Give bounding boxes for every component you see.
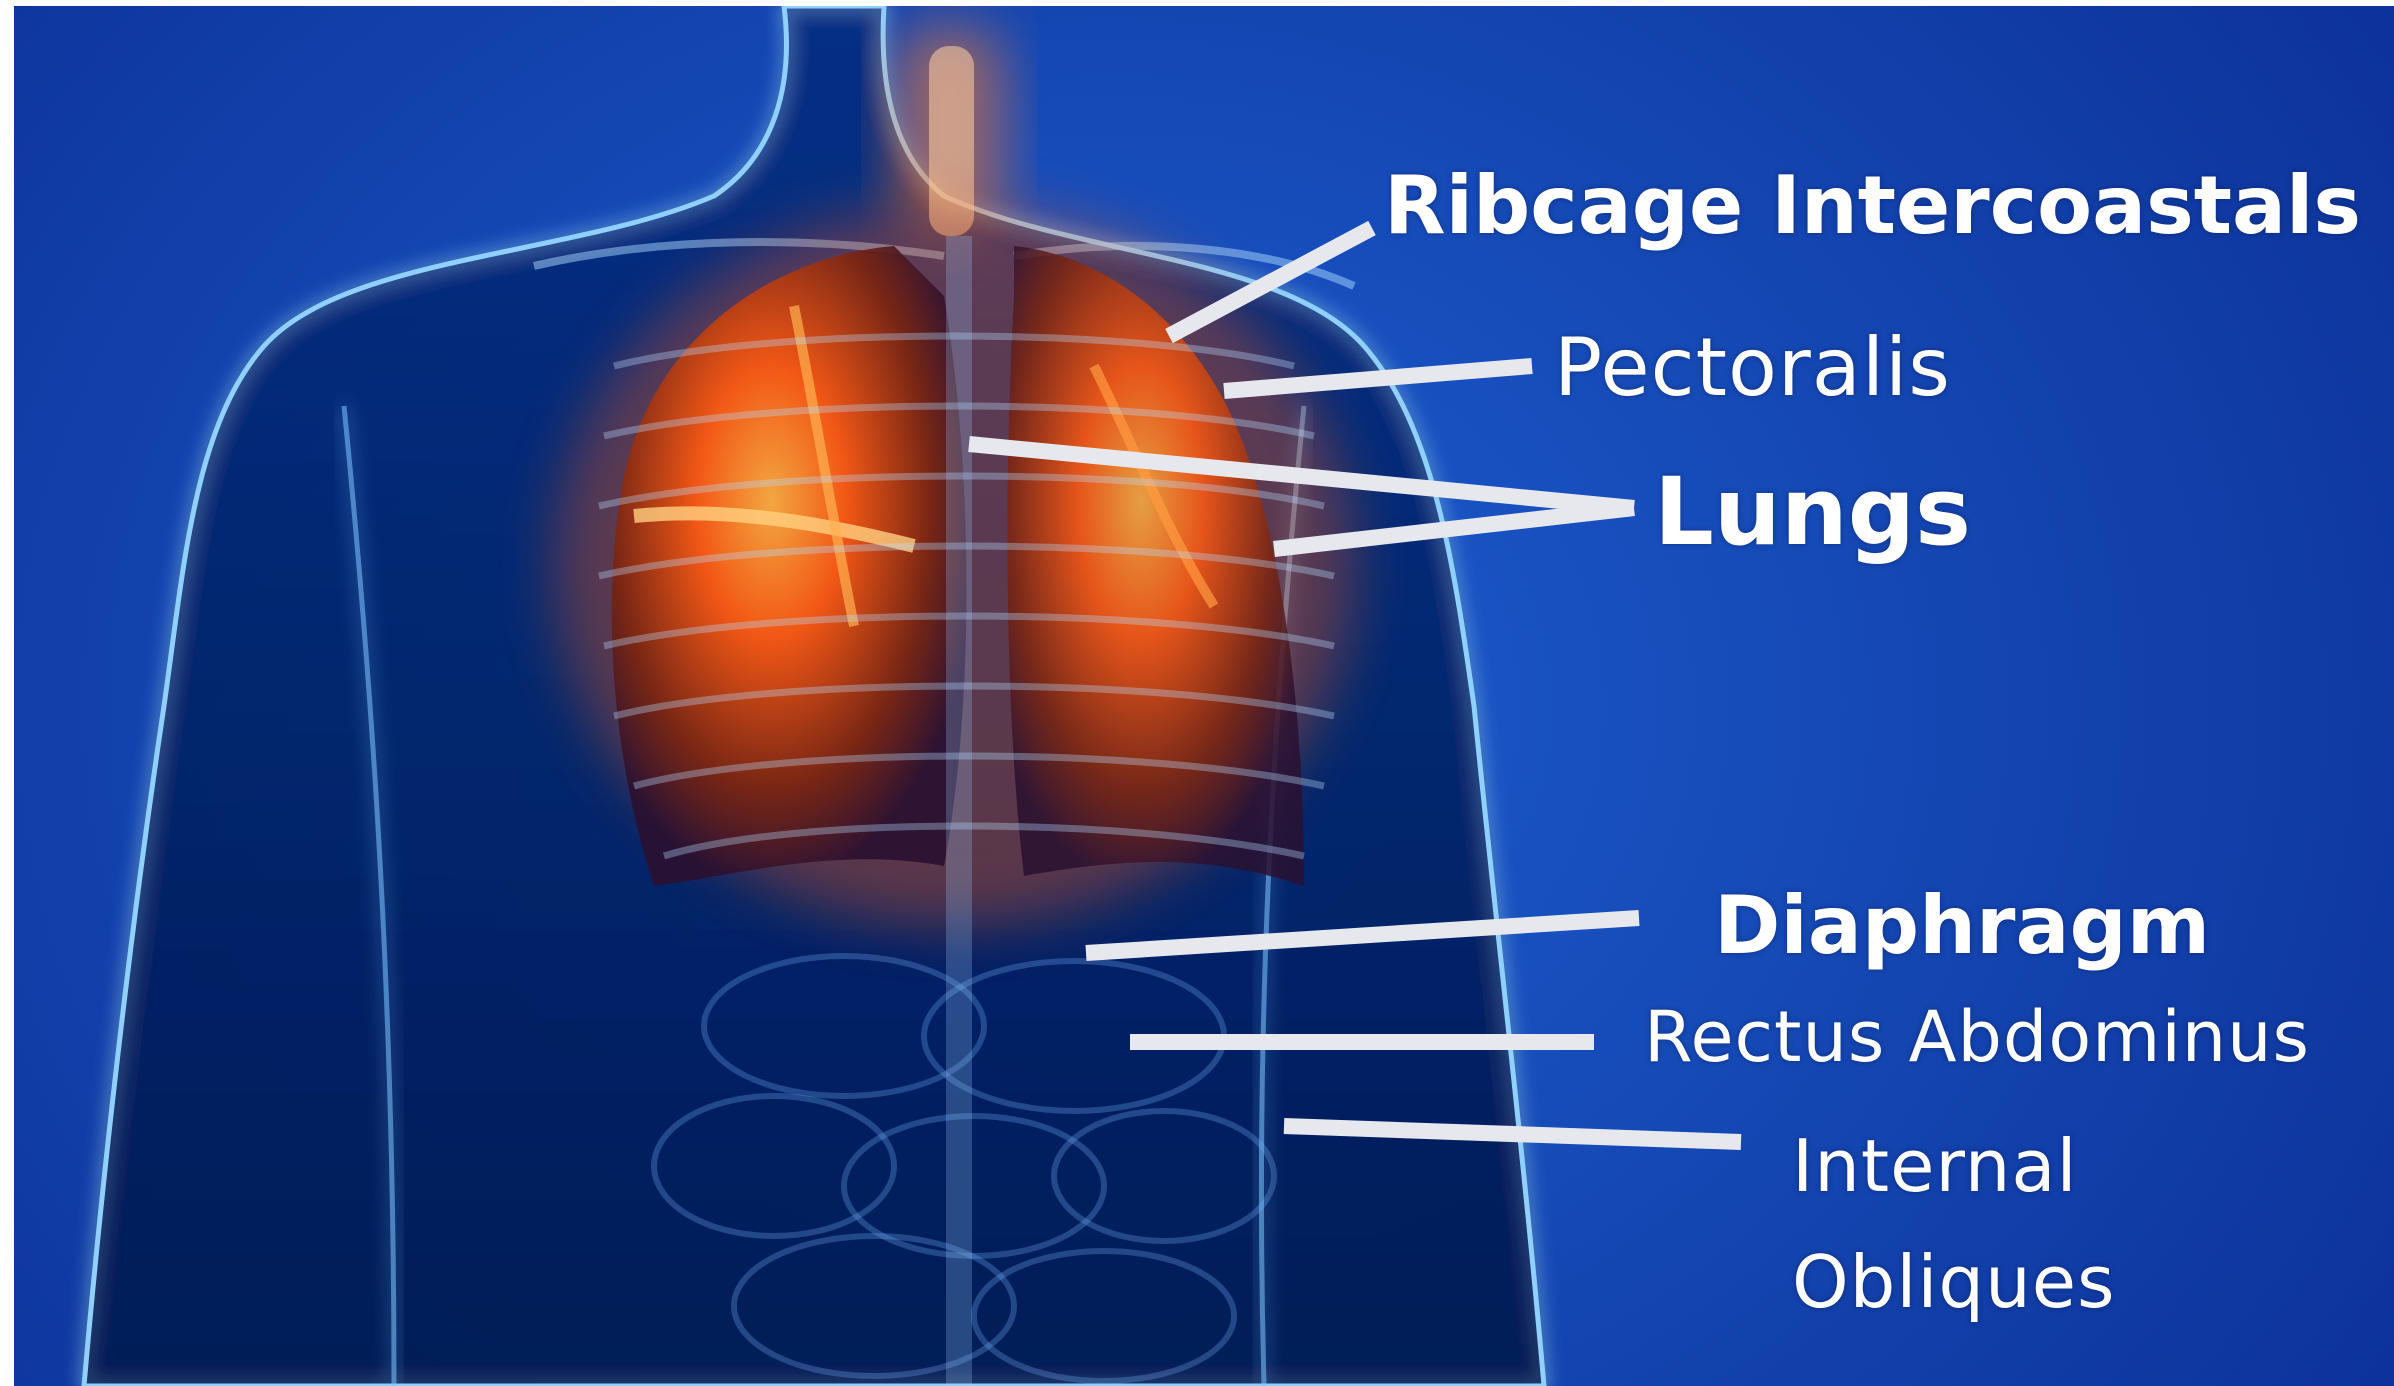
label-pectoralis: Pectoralis — [1554, 328, 1951, 408]
label-internal-obliques-line2: Obliques — [1792, 1246, 2116, 1318]
label-ribcage-intercoastals: Ribcage Intercoastals — [1384, 166, 2361, 246]
label-lungs: Lungs — [1654, 466, 1971, 560]
label-internal-obliques-line1: Internal — [1792, 1130, 2078, 1202]
anatomy-diagram: Ribcage Intercoastals Pectoralis Lungs D… — [14, 6, 2394, 1386]
label-diaphragm: Diaphragm — [1714, 886, 2210, 966]
label-rectus-abdominus: Rectus Abdominus — [1644, 1002, 2310, 1072]
